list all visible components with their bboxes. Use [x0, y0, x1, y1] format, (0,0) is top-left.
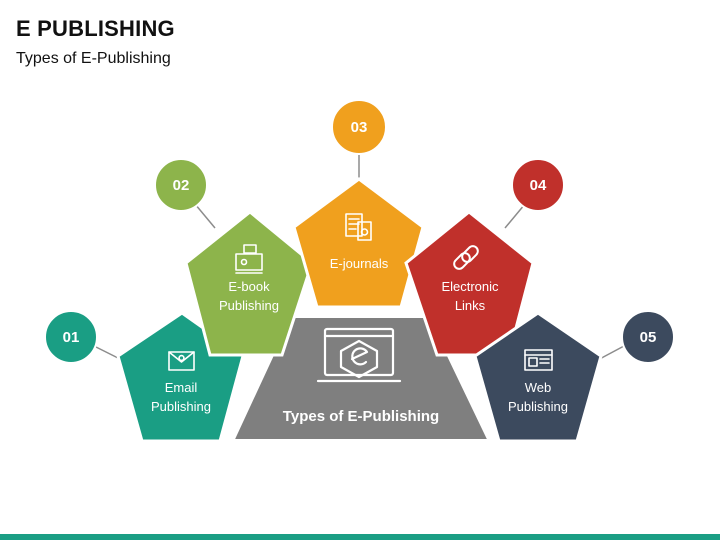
- center-label: Types of E-Publishing: [283, 408, 439, 425]
- number-circle-02: 02: [154, 158, 208, 212]
- label-03-line1: E-journals: [330, 256, 389, 271]
- number-05: 05: [640, 329, 657, 346]
- web-window-icon: [524, 349, 553, 371]
- label-04-line1: Electronic: [441, 279, 499, 294]
- number-01: 01: [63, 329, 80, 346]
- label-05-line1: Web: [525, 380, 552, 395]
- label-02-line2: Publishing: [219, 298, 279, 313]
- pentagon-03: [292, 177, 425, 309]
- number-02: 02: [173, 177, 190, 194]
- connector-02: [194, 203, 216, 229]
- chain-link-icon: [453, 245, 479, 270]
- envelope-at-icon: [168, 351, 195, 371]
- pentagon-05: [473, 311, 603, 443]
- pentagon-04: [404, 210, 535, 357]
- number-circle-03: 03: [331, 99, 387, 155]
- monitor-reader-icon: [235, 244, 263, 274]
- number-circle-01: 01: [44, 310, 98, 364]
- page-title: E PUBLISHING: [16, 16, 175, 41]
- label-04-line2: Links: [455, 298, 486, 313]
- journal-document-icon: [345, 213, 372, 241]
- number-04: 04: [530, 177, 547, 194]
- label-05-line2: Publishing: [508, 399, 568, 414]
- number-circle-04: 04: [511, 158, 565, 212]
- label-02-line1: E-book: [228, 279, 270, 294]
- connector-04: [504, 203, 526, 229]
- number-circle-05: 05: [621, 310, 675, 364]
- number-03: 03: [351, 119, 368, 136]
- bottom-accent-bar: [0, 534, 720, 540]
- laptop-e-logo-icon: [316, 327, 402, 383]
- page-subtitle: Types of E-Publishing: [16, 50, 171, 67]
- label-01-line1: Email: [165, 380, 198, 395]
- center-shape: [228, 314, 494, 443]
- label-01-line2: Publishing: [151, 399, 211, 414]
